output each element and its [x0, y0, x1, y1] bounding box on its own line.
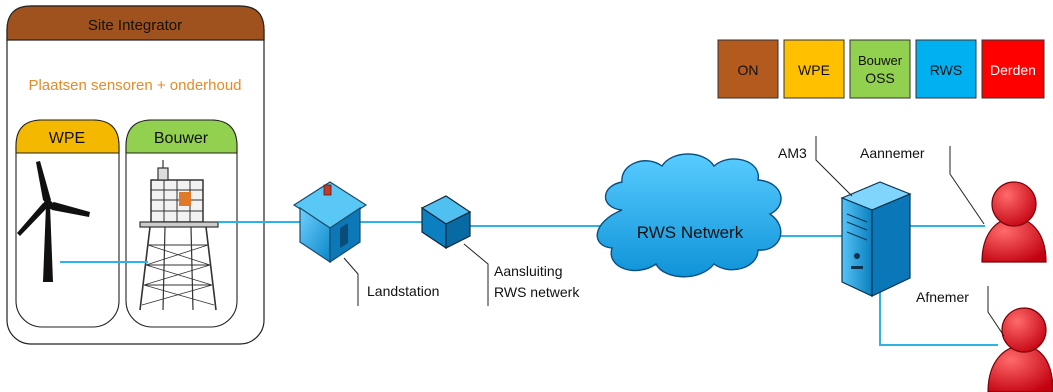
legend-label-oss: OSS: [865, 70, 895, 86]
aansluiting-connector-icon: [420, 195, 472, 250]
legend-swatch-rws: [915, 39, 977, 99]
legend-swatch-wpe: [783, 39, 845, 99]
rws-network-cloud-icon: [596, 153, 782, 278]
wpe-box-label: WPE: [49, 130, 85, 147]
am3-server-icon: [840, 181, 912, 297]
site-integrator-group: Site Integrator Plaatsen sensoren + onde…: [6, 5, 265, 345]
aansluiting-label-line1: Aansluiting: [494, 263, 563, 279]
legend-swatch-derden: [981, 39, 1045, 99]
aannemer-label: Aannemer: [860, 145, 925, 161]
legend-label-bouwer: Bouwer: [858, 53, 903, 68]
landstation-label: Landstation: [367, 283, 439, 299]
landstation-callout: [343, 257, 359, 306]
aansluiting-callout: [463, 243, 489, 306]
legend-swatch-on: [717, 39, 779, 99]
aansluiting-label-line2: RWS netwerk: [494, 284, 580, 300]
legend-swatch-bouwer-oss: [849, 39, 911, 99]
landstation-house-icon: [292, 181, 368, 264]
legend: ON WPE Bouwer OSS RWS Derden: [717, 39, 1045, 99]
legend-label-rws: RWS: [930, 62, 962, 78]
legend-label-derden: Derden: [990, 62, 1036, 78]
wpe-box-header: [15, 119, 120, 154]
bouwer-box-label: Bouwer: [154, 130, 209, 147]
link-server-afnemer: [879, 290, 998, 346]
am3-label: AM3: [778, 145, 807, 161]
site-integrator-subtitle: Plaatsen sensoren + onderhoud: [28, 77, 241, 94]
am3-callout: [815, 136, 853, 197]
aannemer-person-icon: [981, 181, 1047, 263]
afnemer-callout: [987, 286, 1005, 337]
aannemer-callout: [949, 146, 985, 225]
offshore-platform-icon: [139, 160, 219, 311]
afnemer-label: Afnemer: [916, 289, 969, 305]
legend-label-wpe: WPE: [798, 62, 830, 78]
rws-network-label: RWS Netwerk: [637, 223, 744, 242]
site-integrator-title: Site Integrator: [88, 17, 182, 34]
network-links: [218, 221, 998, 346]
bouwer-box-header: [125, 119, 238, 154]
legend-label-on: ON: [738, 62, 759, 78]
wind-turbine-icon: [17, 161, 90, 282]
afnemer-person-icon: [987, 307, 1053, 392]
site-integrator-header: [6, 5, 265, 41]
